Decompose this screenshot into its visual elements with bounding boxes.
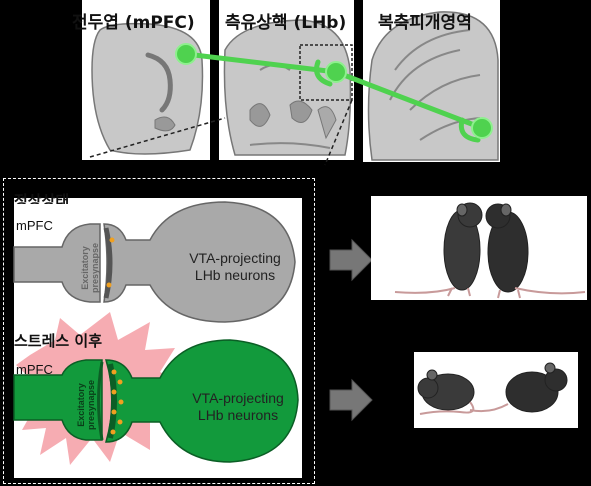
mouse-icon <box>417 369 475 415</box>
vesicle <box>111 369 117 375</box>
pfc-node <box>175 43 197 65</box>
vesicle <box>106 282 112 288</box>
vesicle <box>110 429 116 435</box>
normal-mpfc-label: mPFC <box>16 218 53 233</box>
stress-mpfc-label: mPFC <box>16 362 53 377</box>
vta-label: 복측피개영역 <box>378 13 472 33</box>
lhb-label: 측유상핵 (LHb) <box>225 13 347 33</box>
pfc-lhb-projection <box>185 51 337 75</box>
mouse-icon <box>394 202 483 297</box>
vesicle <box>117 379 123 385</box>
vesicle <box>118 399 124 405</box>
stressed-synapse <box>13 339 299 463</box>
lhb-vta-projection <box>335 69 483 131</box>
arrow-icon <box>329 238 373 282</box>
vesicle <box>111 389 117 395</box>
vesicle <box>109 237 115 243</box>
mouse-icon <box>485 203 586 299</box>
pfc-label: 전두엽 (mPFC) <box>72 13 195 33</box>
vesicle <box>117 419 123 425</box>
vesicle <box>111 409 117 415</box>
synapse-panel-frame <box>3 178 315 484</box>
normal-state-title: 정상상태 <box>14 192 70 204</box>
arrow-icon <box>329 378 373 422</box>
mouse-icon <box>469 362 568 413</box>
vta-node <box>471 117 493 139</box>
pfc-slice-shape <box>91 22 204 155</box>
normal-synapse <box>13 201 296 323</box>
stress-state-title: 스트레스 이후 <box>14 332 103 350</box>
lhb-node <box>325 61 347 83</box>
lhb-zoom-box <box>299 44 353 101</box>
